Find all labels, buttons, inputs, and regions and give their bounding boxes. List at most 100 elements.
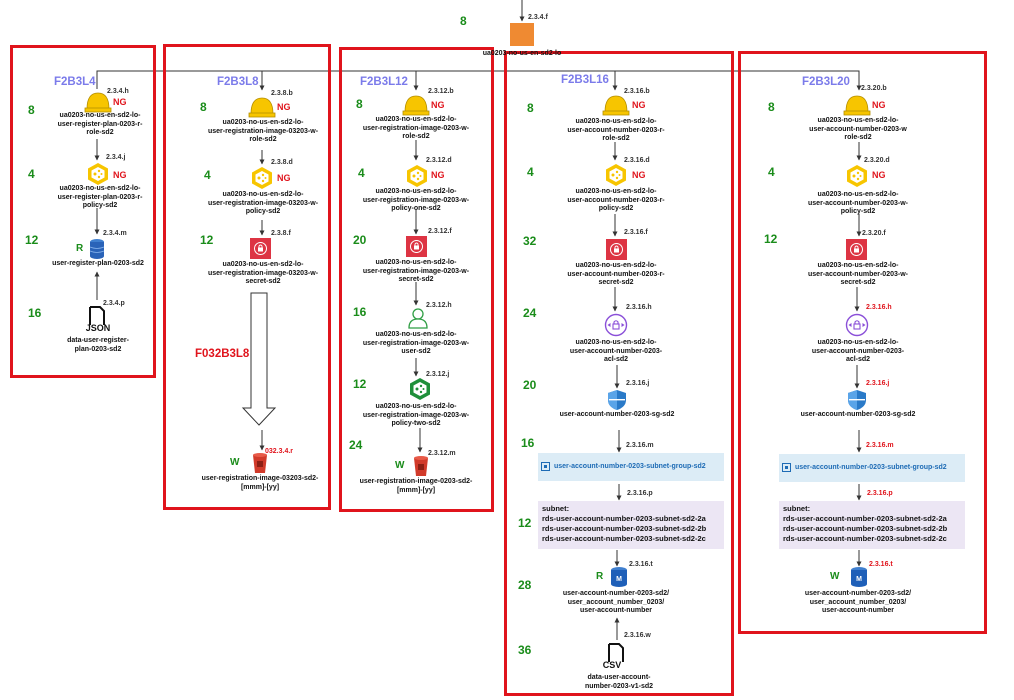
c4-tag-2: 2.3.16.d bbox=[624, 157, 650, 164]
c4-ng-2: NG bbox=[632, 170, 646, 180]
c5-tag-6: 2.3.16.m bbox=[866, 442, 894, 449]
c4-number-6: 16 bbox=[521, 436, 535, 450]
c1-hardhat-icon[interactable] bbox=[84, 91, 112, 113]
c5-ng-2: NG bbox=[872, 170, 886, 180]
c4-secret-icon[interactable] bbox=[606, 239, 627, 260]
c2-label-2: ua0203-no-us-en-sd2-lo-user-registration… bbox=[207, 191, 319, 215]
c5-access-letter: W bbox=[830, 571, 840, 582]
c4-hardhat-icon[interactable] bbox=[602, 94, 630, 116]
c5-label-8: user-account-number-0203-sd2/user_accoun… bbox=[804, 590, 912, 614]
c1-title: F2B3L4 bbox=[54, 76, 96, 88]
c3-label-2: ua0203-no-us-en-sd2-lo-user-registration… bbox=[362, 188, 470, 212]
c4-label-3: ua0203-no-us-en-sd2-lo-user-account-numb… bbox=[567, 262, 665, 286]
c5-acl-icon[interactable] bbox=[845, 313, 869, 337]
c4-tag-5: 2.3.16.j bbox=[626, 380, 650, 387]
c1-label-4: data-user-register-plan-0203-sd2 bbox=[67, 337, 129, 353]
c5-shield-icon[interactable] bbox=[847, 389, 867, 411]
svg-text:M: M bbox=[856, 576, 862, 583]
c3-policy-icon[interactable] bbox=[405, 164, 429, 188]
c1-number-1: 8 bbox=[28, 103, 35, 117]
c1-ng-1: NG bbox=[113, 97, 127, 107]
c3-secret-icon[interactable] bbox=[406, 236, 427, 257]
c4-subnet-group-banner[interactable]: user-account-number-0203-subnet-group-sd… bbox=[538, 453, 724, 481]
c4-shield-icon[interactable] bbox=[607, 389, 627, 411]
c3-bucket-icon[interactable] bbox=[411, 455, 431, 477]
c5-mysql-db-icon[interactable]: M bbox=[849, 566, 869, 588]
c5-hardhat-icon[interactable] bbox=[843, 94, 871, 116]
c5-tag-4: 2.3.16.h bbox=[866, 304, 892, 311]
c2-secret-icon[interactable] bbox=[250, 238, 271, 259]
c4-label-6: user-account-number-0203-subnet-group-sd… bbox=[554, 463, 706, 470]
c3-number-5: 12 bbox=[353, 377, 367, 391]
c4-label-1: ua0203-no-us-en-sd2-lo-user-account-numb… bbox=[567, 118, 665, 142]
c5-subnet-box: subnet:rds-user-account-number-0203-subn… bbox=[779, 501, 965, 549]
c3-hardhat-icon[interactable] bbox=[402, 94, 430, 116]
c2-hardhat-icon[interactable] bbox=[248, 96, 276, 118]
c1-file-type: JSON bbox=[85, 323, 111, 333]
c4-number-2: 4 bbox=[527, 165, 534, 179]
c5-tag-5: 2.3.16.j bbox=[866, 380, 890, 387]
c4-file-type: CSV bbox=[602, 660, 622, 670]
flow-big-arrow bbox=[241, 292, 277, 426]
c4-number-5: 20 bbox=[523, 378, 537, 392]
c5-secret-icon[interactable] bbox=[846, 239, 867, 260]
c4-number-8: 28 bbox=[518, 578, 532, 592]
c4-mysql-db-icon[interactable]: M bbox=[609, 566, 629, 588]
c4-label-4: ua0203-no-us-en-sd2-lo-user-account-numb… bbox=[569, 339, 663, 363]
c4-title: F2B3L16 bbox=[561, 74, 609, 86]
c4-tag-7: 2.3.16.p bbox=[627, 490, 653, 497]
column-box-4 bbox=[504, 51, 734, 696]
c3-tag-5: 2.3.12.j bbox=[426, 371, 450, 378]
c1-number-4: 16 bbox=[28, 306, 42, 320]
c1-policy-icon[interactable] bbox=[86, 162, 110, 186]
c1-number-2: 4 bbox=[28, 167, 35, 181]
c3-user-icon[interactable] bbox=[408, 307, 428, 329]
c3-label-1: ua0203-no-us-en-sd2-lo-user-registration… bbox=[362, 116, 470, 140]
c1-file-icon[interactable] bbox=[88, 306, 106, 326]
c1-tag-4: 2.3.4.p bbox=[103, 300, 125, 307]
c2-policy-icon[interactable] bbox=[250, 166, 274, 190]
top-number: 8 bbox=[460, 14, 467, 28]
c3-number-3: 20 bbox=[353, 233, 367, 247]
c5-label-4: ua0203-no-us-en-sd2-lo-user-account-numb… bbox=[811, 339, 905, 363]
c3-ng-1: NG bbox=[431, 100, 445, 110]
c5-policy-icon[interactable] bbox=[845, 164, 869, 188]
c5-label-2: ua0203-no-us-en-sd2-lo-user-account-numb… bbox=[808, 191, 908, 215]
c2-label-1: ua0203-no-us-en-sd2-lo-user-registration… bbox=[207, 119, 319, 143]
top-node-icon[interactable] bbox=[510, 23, 534, 46]
c3-label-3: ua0203-no-us-en-sd2-lo-user-registration… bbox=[362, 259, 470, 283]
c3-access-letter: W bbox=[395, 460, 405, 471]
c1-number-3: 12 bbox=[25, 233, 39, 247]
c3-tag-2: 2.3.12.d bbox=[426, 157, 452, 164]
c2-ng-2: NG bbox=[277, 173, 291, 183]
c4-file-icon[interactable] bbox=[607, 643, 625, 663]
c1-label-3: user-register-plan-0203-sd2 bbox=[52, 260, 144, 267]
c3-policy-two-icon[interactable] bbox=[408, 377, 432, 401]
c4-number-7: 12 bbox=[518, 516, 532, 530]
c5-number-1: 8 bbox=[768, 100, 775, 114]
c3-number-1: 8 bbox=[356, 97, 363, 111]
c2-access-letter: W bbox=[230, 457, 240, 468]
c1-tag-2: 2.3.4.j bbox=[106, 154, 126, 161]
c4-tag-9: 2.3.16.w bbox=[624, 632, 651, 639]
c1-label-1: ua0203-no-us-en-sd2-lo-user-register-pla… bbox=[57, 112, 143, 136]
c4-ng-1: NG bbox=[632, 100, 646, 110]
c5-tag-3: 2.3.20.f bbox=[862, 230, 886, 237]
c5-label-6: user-account-number-0203-subnet-group-sd… bbox=[795, 464, 947, 471]
c5-number-2: 4 bbox=[768, 165, 775, 179]
c3-number-4: 16 bbox=[353, 305, 367, 319]
c4-number-1: 8 bbox=[527, 101, 534, 115]
c2-tag-1: 2.3.8.b bbox=[271, 90, 293, 97]
c3-ng-2: NG bbox=[431, 170, 445, 180]
c4-tag-6: 2.3.16.m bbox=[626, 442, 654, 449]
c2-tag-2: 2.3.8.d bbox=[271, 159, 293, 166]
c1-database-icon[interactable] bbox=[88, 238, 106, 260]
c5-subnet-group-banner[interactable]: user-account-number-0203-subnet-group-sd… bbox=[779, 454, 965, 482]
c2-label-3: ua0203-no-us-en-sd2-lo-user-registration… bbox=[207, 261, 319, 285]
c5-label-1: ua0203-no-us-en-sd2-lo-user-account-numb… bbox=[809, 117, 907, 141]
c2-bucket-icon[interactable] bbox=[250, 452, 270, 474]
c4-policy-icon[interactable] bbox=[604, 163, 628, 187]
c1-ng-2: NG bbox=[113, 170, 127, 180]
c4-acl-icon[interactable] bbox=[604, 313, 628, 337]
column-box-5 bbox=[738, 51, 987, 634]
